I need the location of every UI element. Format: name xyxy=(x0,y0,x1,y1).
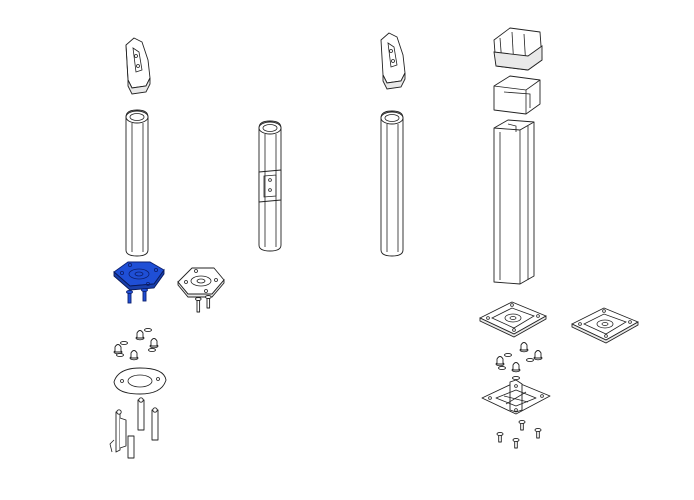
assembly-2 xyxy=(258,120,282,252)
saddle-cap[interactable] xyxy=(493,27,543,71)
sleeve[interactable] xyxy=(493,75,541,115)
square-base-plate-alt[interactable] xyxy=(571,307,639,344)
base-plate-highlighted[interactable] xyxy=(113,261,165,291)
oval-post-with-connector[interactable] xyxy=(258,120,282,252)
cap-nuts-1[interactable] xyxy=(113,327,159,361)
assembly-4 xyxy=(479,27,639,449)
square-post[interactable] xyxy=(493,119,535,285)
top-bracket-1[interactable] xyxy=(125,37,151,95)
screws-1[interactable] xyxy=(195,295,212,313)
oval-post-1[interactable] xyxy=(125,109,149,257)
oval-post-3[interactable] xyxy=(380,110,404,257)
square-base-plate[interactable] xyxy=(479,301,547,338)
screws-highlighted[interactable] xyxy=(126,287,148,304)
assembly-3 xyxy=(380,32,406,257)
base-plate-1[interactable] xyxy=(177,267,225,298)
screws-4[interactable] xyxy=(496,419,542,449)
cap-nuts-4[interactable] xyxy=(495,342,543,381)
top-bracket-3[interactable] xyxy=(380,32,406,90)
gasket-plate-1[interactable] xyxy=(113,367,167,395)
anchor-bolts-1[interactable] xyxy=(109,397,159,459)
assembly-1 xyxy=(109,37,225,459)
anchor-plate[interactable] xyxy=(481,379,551,415)
